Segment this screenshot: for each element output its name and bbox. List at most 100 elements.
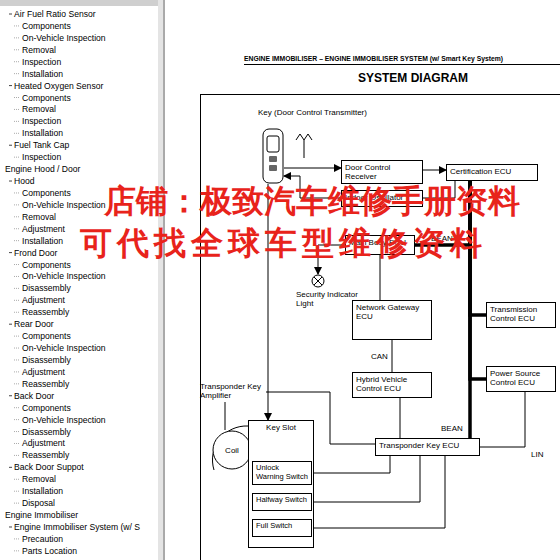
bus-label: LIN xyxy=(530,450,544,459)
toc-entry: Components xyxy=(22,188,71,198)
fob-button xyxy=(269,165,277,171)
switch-box: Full Switch xyxy=(252,519,312,537)
tree-branch xyxy=(14,348,20,349)
tree-branch xyxy=(14,371,20,372)
tree-branch xyxy=(14,407,20,408)
tree-branch xyxy=(14,312,20,313)
lamp-symbol xyxy=(311,274,325,288)
node-text: Hybrid Vehicle Control ECU xyxy=(356,375,428,393)
diagram-title: SYSTEM DIAGRAM xyxy=(358,71,468,85)
toc-entry: Removal xyxy=(22,45,56,55)
toc-entry: Components xyxy=(22,260,71,270)
ecu-box: Hybrid Vehicle Control ECU xyxy=(352,372,432,398)
wire-line xyxy=(400,398,401,438)
node-text: Full Switch xyxy=(256,522,308,531)
toc-entry: Air Fuel Ratio Sensor xyxy=(14,9,96,19)
switch-box: Halfway Switch xyxy=(252,493,312,511)
tree-branch xyxy=(14,300,20,301)
ecu-box: Transponder Key ECU xyxy=(375,438,480,456)
tree-branch xyxy=(14,228,20,229)
toc-entry: Removal xyxy=(22,474,56,484)
toc-entry: Installation xyxy=(22,236,63,246)
key-fob: Key (Door Control Transmitter) xyxy=(262,128,284,184)
tree-branch xyxy=(14,491,20,492)
toc-entry: Disassembly xyxy=(22,355,71,365)
wire-line xyxy=(392,340,393,372)
ecu-box: Certification ECU xyxy=(446,164,538,181)
bus-label: CAN xyxy=(370,352,389,361)
node-text: Transponder Key ECU xyxy=(379,441,476,450)
tree-branch xyxy=(14,538,20,539)
toc-entry: Rear Door xyxy=(14,319,54,329)
watermark: 店铺：极致汽车维修手册资料 xyxy=(104,184,520,219)
node-text: Power Source Control ECU xyxy=(490,369,552,387)
ecu-box: Network Gateway ECU xyxy=(352,300,432,340)
tree-dash xyxy=(9,467,12,468)
toc-entry: Engine Immobiliser System (w/ S xyxy=(14,522,140,532)
bus-line xyxy=(468,181,472,438)
splitter-bar xyxy=(158,0,163,560)
tree-branch xyxy=(14,455,20,456)
page-header: ENGINE IMMOBILISER – ENGINE IMMOBILISER … xyxy=(244,55,503,63)
toc-entry: Inspection xyxy=(22,152,61,162)
toc-entry: On-Vehicle Inspection xyxy=(22,343,106,353)
coil-circle: Coil xyxy=(212,430,252,470)
toc-entry: Removal xyxy=(22,212,56,222)
node-text: Certification ECU xyxy=(450,167,534,176)
toc-entry: Components xyxy=(22,403,71,413)
tree-branch xyxy=(14,550,20,551)
toc-entry: Adjustment xyxy=(22,367,65,377)
toc-entry: Components xyxy=(22,331,71,341)
header-rule xyxy=(244,64,560,65)
wire-line xyxy=(380,255,381,300)
node-text: Key Slot xyxy=(252,423,310,432)
tree-branch xyxy=(14,204,20,205)
wire-line xyxy=(423,170,446,171)
tree-branch xyxy=(14,73,20,74)
node-text: Transponder Key Amplifier xyxy=(200,382,266,400)
tree-branch xyxy=(14,419,20,420)
tree-branch xyxy=(14,61,20,62)
toc-entry: Disposal xyxy=(22,498,55,508)
toc-entry: On-Vehicle Inspection xyxy=(22,200,106,210)
toc-entry: Disassembly xyxy=(22,283,71,293)
toc-entry: Frond Door xyxy=(14,248,57,258)
tree-dash xyxy=(9,324,12,325)
diagram-frame xyxy=(200,94,560,95)
wire-line xyxy=(312,456,420,502)
toc-entry: Adjustment xyxy=(22,295,65,305)
toc-entry: Back Door xyxy=(14,391,54,401)
node-text: Unlock Warning Switch xyxy=(256,464,308,481)
fob-panel xyxy=(267,136,279,152)
toc-entry: Installation xyxy=(22,486,63,496)
toc-entry: Back Door Suppot xyxy=(14,462,84,472)
key-fob-icon xyxy=(262,128,284,184)
ecu-box: Power Source Control ECU xyxy=(486,366,556,392)
antenna-symbol xyxy=(304,140,305,158)
toolbar-strip xyxy=(0,0,158,6)
toc-entry: Components xyxy=(22,93,71,103)
tree-dash xyxy=(9,85,12,86)
toc-entry: Engine Immobiliser xyxy=(5,510,78,520)
toc-entry: Components xyxy=(22,21,71,31)
tree-branch xyxy=(14,157,20,158)
tree-branch xyxy=(14,336,20,337)
tree-branch xyxy=(14,109,20,110)
tree-branch xyxy=(14,264,20,265)
toc-entry: Heated Oxygen Sensor xyxy=(14,81,103,91)
tree-branch xyxy=(14,97,20,98)
node-text: Security Indicator Light xyxy=(296,290,360,308)
toc-entry: Fuel Tank Cap xyxy=(14,140,69,150)
tree-dash xyxy=(9,526,12,527)
node-text: Key (Door Control Transmitter) xyxy=(258,108,367,117)
toc-entry: Reassembly xyxy=(22,307,69,317)
wire-line xyxy=(284,168,341,169)
toc-entry: Adjustment xyxy=(22,224,65,234)
bus-label: BEAN xyxy=(440,424,464,433)
toc-entry: Reassembly xyxy=(22,450,69,460)
ecu-box: Door Control Receiver xyxy=(341,160,423,184)
tree-branch xyxy=(14,359,20,360)
toc-entry: Hood xyxy=(14,176,35,186)
toc-entry: Installation xyxy=(22,69,63,79)
